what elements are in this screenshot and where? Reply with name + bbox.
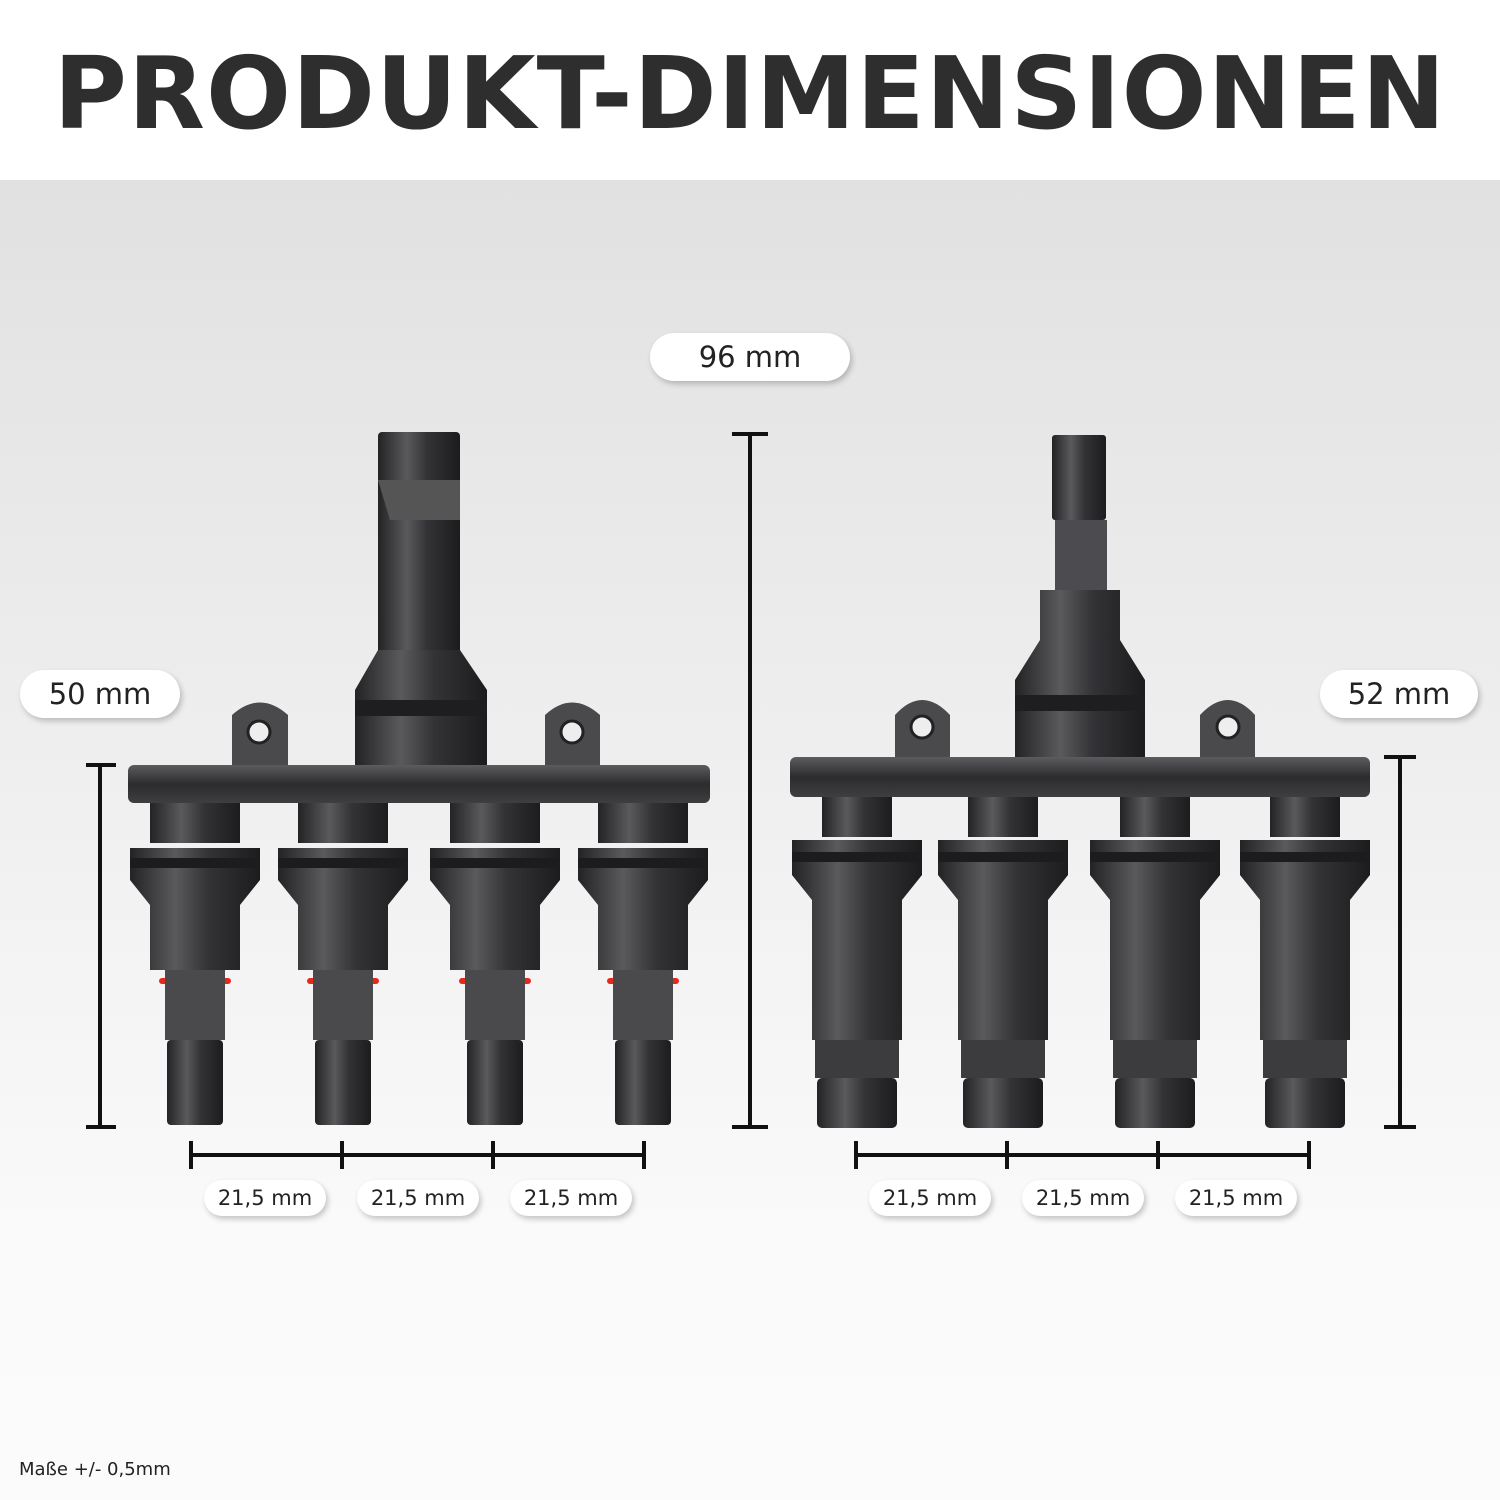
page-title: PRODUKT-DIMENSIONEN (53, 34, 1447, 152)
right-spacing-label-1: 21,5 mm (869, 1180, 991, 1216)
left-leg-4 (578, 803, 708, 1125)
right-leg-2 (938, 797, 1068, 1128)
right-spacing-label-3: 21,5 mm (1175, 1180, 1297, 1216)
right-height-label: 52 mm (1320, 670, 1478, 718)
right-branch-connector (790, 435, 1370, 1128)
left-height-label: 50 mm (20, 670, 180, 718)
left-leg-3 (430, 803, 560, 1125)
right-height-line (1384, 755, 1416, 1129)
left-leg-1 (130, 803, 260, 1125)
left-spacing-label-2: 21,5 mm (357, 1180, 479, 1216)
total-height-label: 96 mm (650, 333, 850, 381)
left-height-line (86, 763, 116, 1129)
right-spacing-line (854, 1141, 1311, 1169)
left-leg-2 (278, 803, 408, 1125)
dimension-lines (86, 432, 1416, 1169)
tolerance-note: Maße +/- 0,5mm (19, 1459, 171, 1480)
left-spacing-label-1: 21,5 mm (204, 1180, 326, 1216)
total-height-line (732, 432, 768, 1129)
header: PRODUKT-DIMENSIONEN (0, 0, 1500, 180)
right-spacing-label-2: 21,5 mm (1022, 1180, 1144, 1216)
right-leg-3 (1090, 797, 1220, 1128)
left-spacing-label-3: 21,5 mm (510, 1180, 632, 1216)
right-leg-4 (1240, 797, 1370, 1128)
left-branch-connector (128, 432, 710, 1125)
right-leg-1 (792, 797, 922, 1128)
left-spacing-line (189, 1141, 646, 1169)
